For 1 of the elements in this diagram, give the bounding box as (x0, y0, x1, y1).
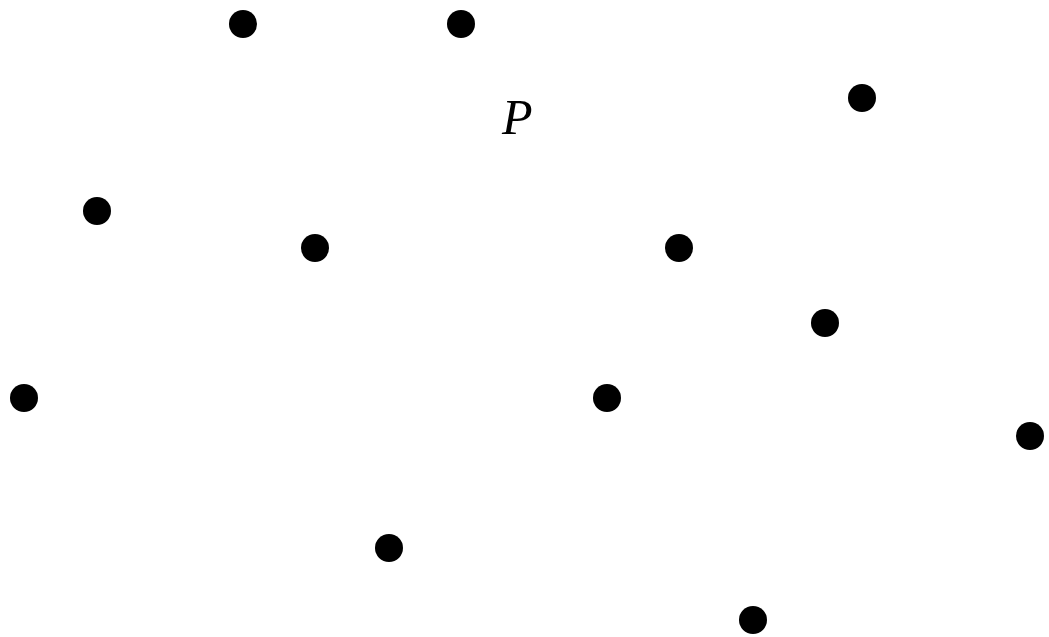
point-set-label: P (502, 92, 533, 142)
